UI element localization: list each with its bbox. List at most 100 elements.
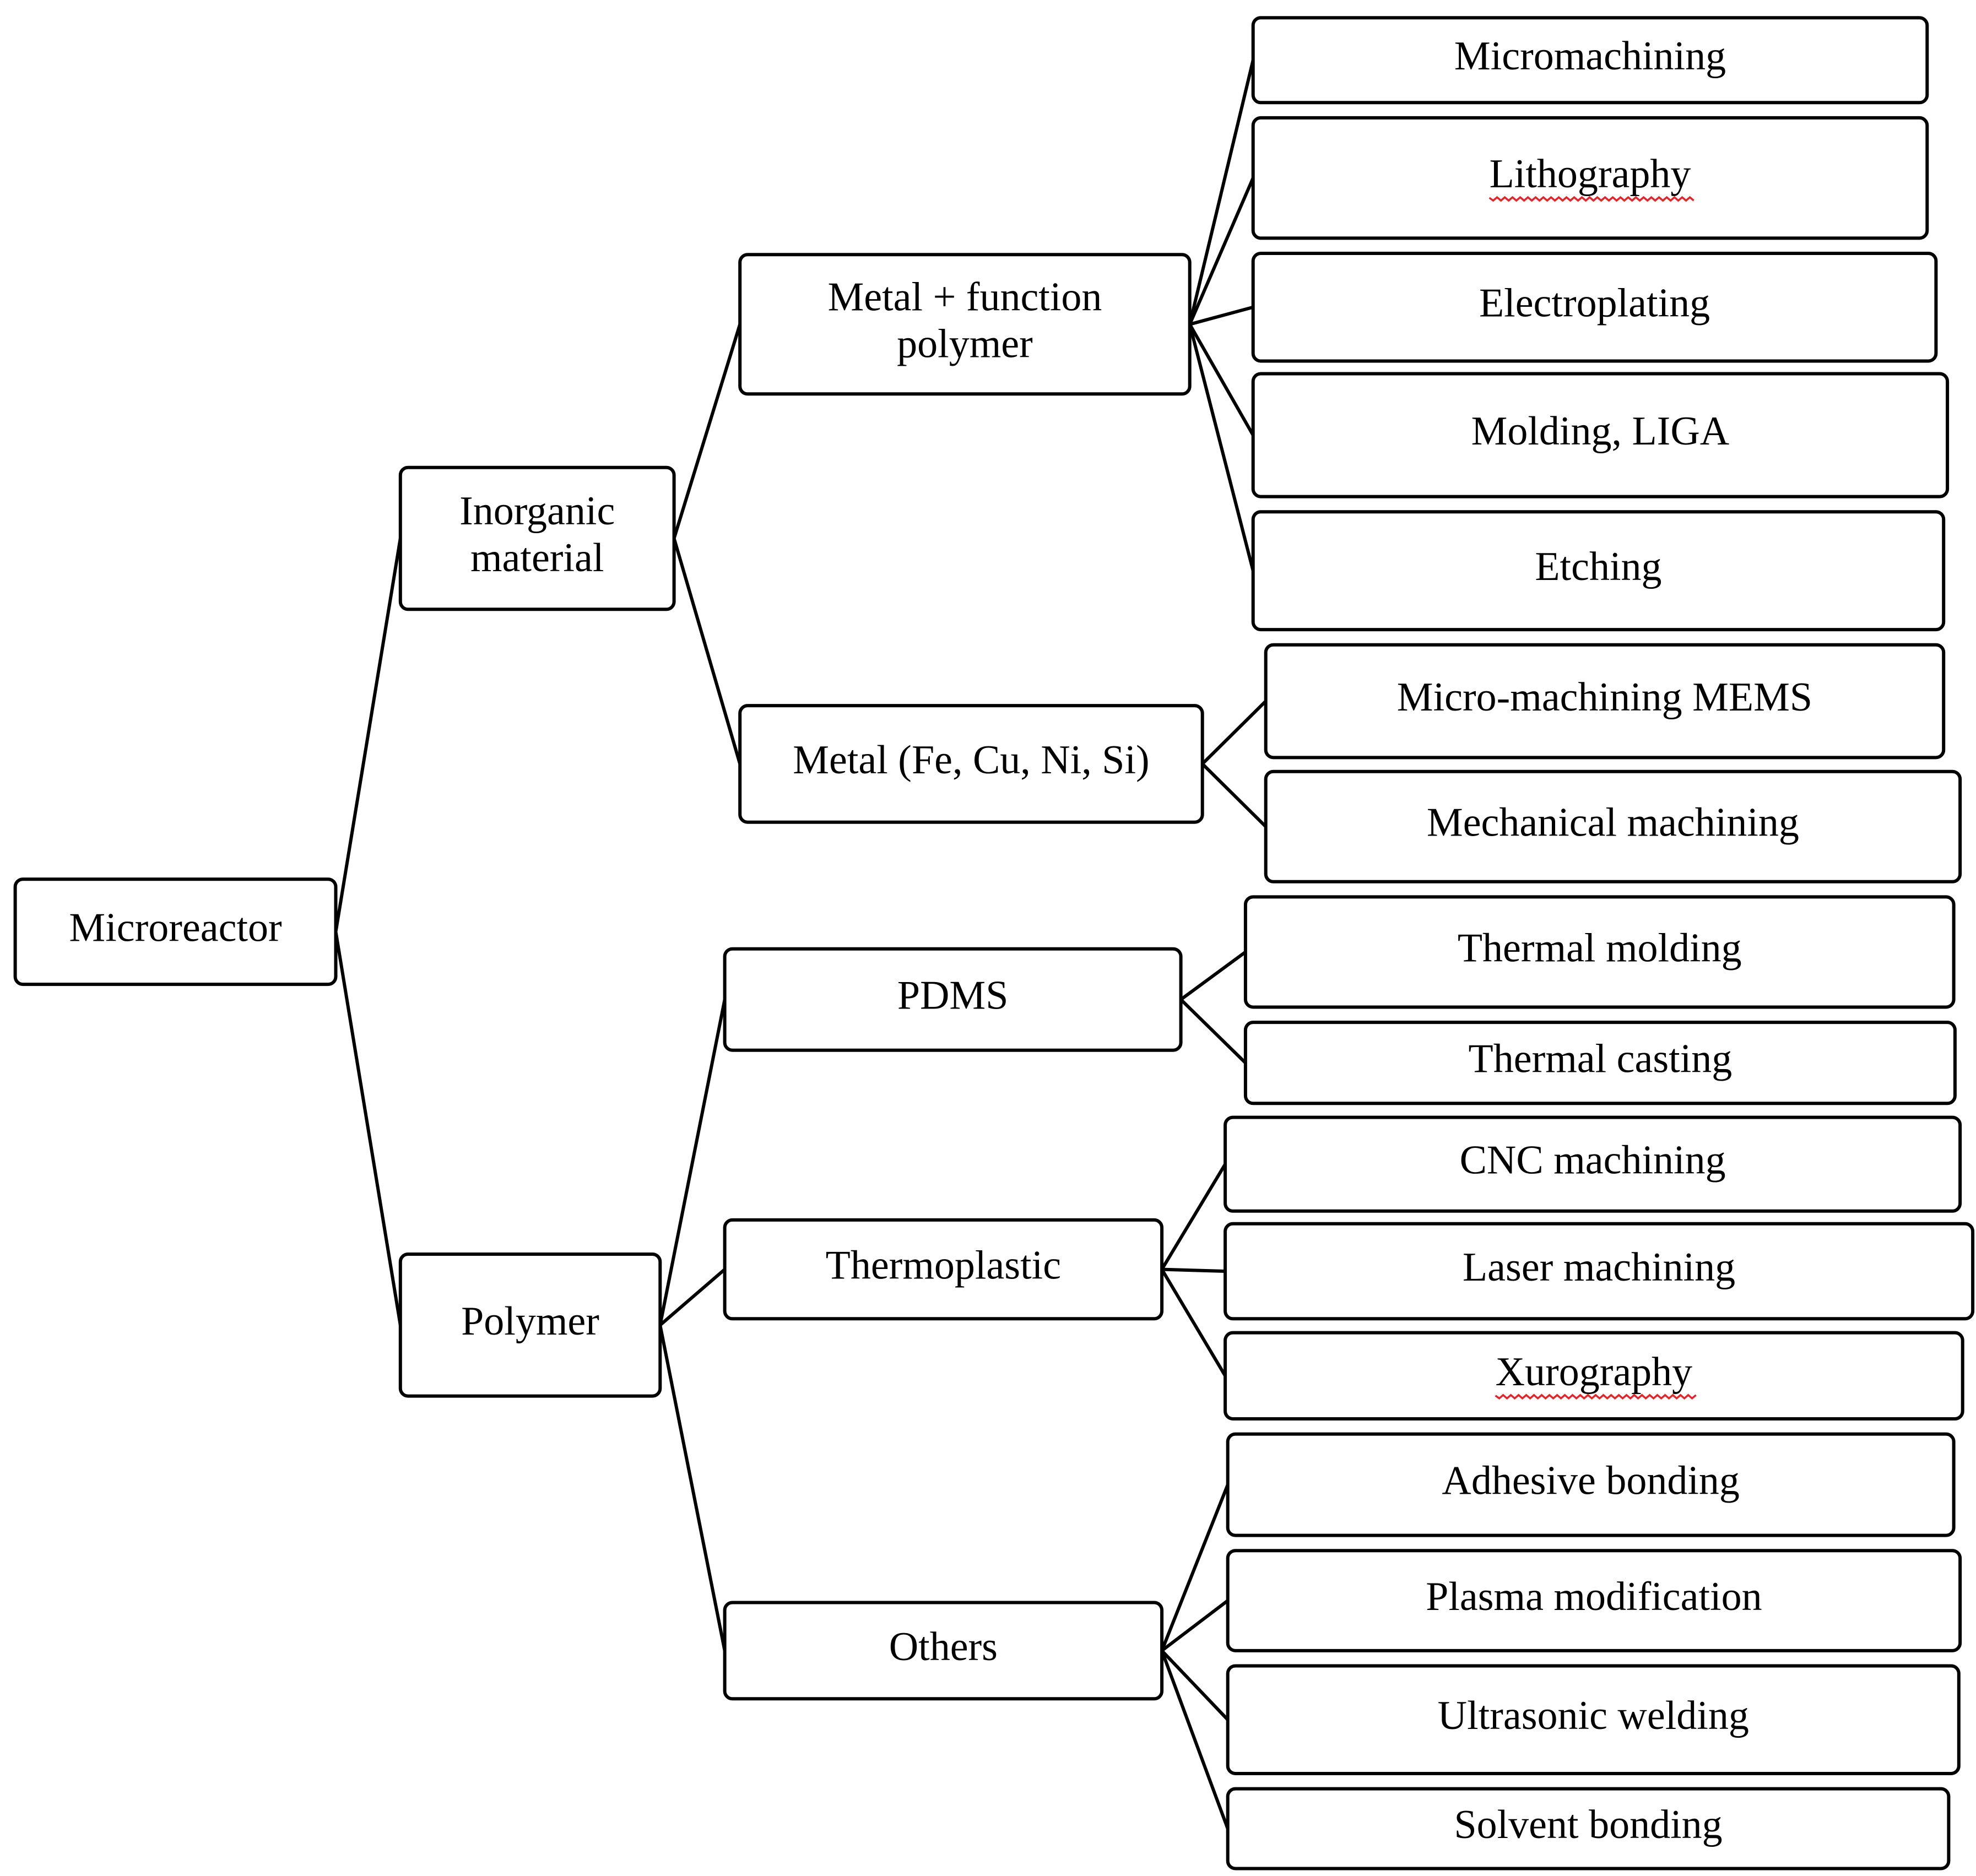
connector-others-to-solvent-bonding xyxy=(1160,1649,1230,1831)
connector-thermoplastic-to-cnc-machining xyxy=(1160,1162,1227,1271)
connector-metal-function-polymer-to-lithography xyxy=(1188,176,1255,326)
spellcheck-underline-lithography xyxy=(1488,196,1695,202)
connector-inorganic-material-to-metal-fe-cu-ni-si xyxy=(672,536,742,766)
method-node-micromachining-box xyxy=(1251,16,1929,105)
category-node-thermoplastic: Thermoplastic xyxy=(723,1218,1164,1321)
method-node-micromachining-label: Micromachining xyxy=(1454,34,1726,79)
method-node-ultrasonic-welding-label: Ultrasonic welding xyxy=(1438,1693,1749,1738)
connector-lines xyxy=(334,58,1268,1831)
method-node-ultrasonic-welding: Ultrasonic welding xyxy=(1226,1664,1961,1775)
connector-polymer-to-thermoplastic xyxy=(658,1267,727,1327)
category-node-metal-function-polymer-box xyxy=(738,253,1192,396)
method-node-thermal-casting: Thermal casting xyxy=(1243,1021,1957,1105)
method-node-lithography-box xyxy=(1251,116,1929,240)
method-node-lithography: Lithography xyxy=(1251,116,1929,240)
root-node-microreactor-box xyxy=(13,877,338,986)
connector-metal-function-polymer-to-etching xyxy=(1188,322,1255,573)
connector-others-to-ultrasonic-welding xyxy=(1160,1649,1230,1722)
method-node-micro-machining-mems: Micro-machining MEMS xyxy=(1264,643,1946,760)
connector-inorganic-material-to-metal-function-polymer xyxy=(672,322,742,540)
method-node-electroplating-label: Electroplating xyxy=(1479,281,1710,326)
method-node-electroplating: Electroplating xyxy=(1251,252,1938,363)
method-node-micromachining: Micromachining xyxy=(1251,16,1929,105)
connector-thermoplastic-to-xurography xyxy=(1160,1267,1227,1378)
method-node-ultrasonic-welding-box xyxy=(1226,1664,1961,1775)
method-node-cnc-machining: CNC machining xyxy=(1224,1115,1962,1213)
method-node-micro-machining-mems-box xyxy=(1264,643,1946,760)
connector-polymer-to-others xyxy=(658,1323,727,1652)
category-node-metal-function-polymer-label: polymer xyxy=(897,321,1033,366)
category-node-others-box xyxy=(723,1601,1164,1701)
spellcheck-underline-xurography xyxy=(1495,1394,1697,1400)
method-node-electroplating-box xyxy=(1251,252,1938,363)
category-node-thermoplastic-box xyxy=(723,1218,1164,1321)
category-node-metal-fe-cu-ni-si-box xyxy=(738,704,1204,824)
category-node-metal-function-polymer-label: Metal + function xyxy=(827,274,1102,319)
connector-metal-function-polymer-to-molding-liga xyxy=(1188,322,1255,437)
method-node-laser-machining-box xyxy=(1224,1222,1975,1321)
method-node-thermal-molding: Thermal molding xyxy=(1243,895,1956,1009)
method-node-plasma-modification-label: Plasma modification xyxy=(1426,1574,1762,1619)
method-node-thermal-casting-label: Thermal casting xyxy=(1469,1037,1733,1082)
branch-node-inorganic-material-box xyxy=(398,465,676,611)
connector-others-to-plasma-modification xyxy=(1160,1599,1230,1652)
method-node-solvent-bonding-label: Solvent bonding xyxy=(1454,1802,1722,1847)
connector-others-to-adhesive-bonding xyxy=(1160,1483,1230,1652)
method-node-xurography: Xurography xyxy=(1224,1331,1964,1421)
branch-node-polymer-label: Polymer xyxy=(461,1299,599,1344)
connector-pdms-to-thermal-molding xyxy=(1179,950,1247,1001)
connector-root-to-polymer xyxy=(334,930,402,1327)
connector-root-to-inorganic-material xyxy=(334,536,402,934)
connector-metal-function-polymer-to-electroplating xyxy=(1188,305,1255,326)
branch-node-inorganic-material-label: material xyxy=(470,535,604,581)
method-node-plasma-modification: Plasma modification xyxy=(1226,1549,1962,1652)
category-node-others: Others xyxy=(723,1601,1164,1701)
method-node-xurography-box xyxy=(1224,1331,1964,1421)
method-node-molding-liga-box xyxy=(1251,372,1950,498)
category-node-pdms-box xyxy=(723,947,1183,1052)
connector-pdms-to-thermal-casting xyxy=(1179,997,1247,1065)
category-node-others-label: Others xyxy=(889,1624,998,1669)
branch-node-inorganic-material-label: Inorganic xyxy=(459,489,615,534)
category-node-metal-fe-cu-ni-si: Metal (Fe, Cu, Ni, Si) xyxy=(738,704,1204,824)
method-node-xurography-label: Xurography xyxy=(1496,1349,1693,1395)
method-node-etching-box xyxy=(1251,510,1946,632)
method-node-etching: Etching xyxy=(1251,510,1946,632)
connector-metal-fe-cu-ni-si-to-mechanical-machining xyxy=(1200,762,1268,828)
method-node-etching-label: Etching xyxy=(1535,544,1661,589)
method-node-adhesive-bonding: Adhesive bonding xyxy=(1226,1432,1956,1537)
method-node-molding-liga-label: Molding, LIGA xyxy=(1471,409,1730,454)
method-node-laser-machining-label: Laser machining xyxy=(1463,1245,1735,1290)
method-node-mechanical-machining-label: Mechanical machining xyxy=(1427,800,1799,845)
method-node-mechanical-machining: Mechanical machining xyxy=(1264,769,1962,883)
method-node-molding-liga: Molding, LIGA xyxy=(1251,372,1950,498)
method-node-cnc-machining-box xyxy=(1224,1115,1962,1213)
connector-polymer-to-pdms xyxy=(658,997,727,1327)
method-node-micro-machining-mems-label: Micro-machining MEMS xyxy=(1397,675,1812,720)
method-node-laser-machining: Laser machining xyxy=(1224,1222,1975,1321)
connector-metal-function-polymer-to-micromachining xyxy=(1188,58,1255,326)
branch-node-polymer-box xyxy=(398,1253,662,1398)
category-node-metal-fe-cu-ni-si-label: Metal (Fe, Cu, Ni, Si) xyxy=(793,738,1149,783)
method-node-adhesive-bonding-box xyxy=(1226,1432,1956,1537)
root-node-microreactor-label: Microreactor xyxy=(69,906,281,951)
method-node-lithography-label: Lithography xyxy=(1490,151,1691,197)
method-node-adhesive-bonding-label: Adhesive bonding xyxy=(1442,1458,1740,1504)
branch-node-polymer: Polymer xyxy=(398,1253,662,1398)
category-node-pdms: PDMS xyxy=(723,947,1183,1052)
method-node-solvent-bonding: Solvent bonding xyxy=(1226,1787,1951,1870)
method-node-plasma-modification-box xyxy=(1226,1549,1962,1652)
category-node-pdms-label: PDMS xyxy=(897,973,1009,1018)
category-node-thermoplastic-label: Thermoplastic xyxy=(826,1243,1061,1288)
method-node-thermal-casting-box xyxy=(1243,1021,1957,1105)
root-node-microreactor: Microreactor xyxy=(13,877,338,986)
method-node-thermal-molding-label: Thermal molding xyxy=(1458,925,1742,970)
method-node-solvent-bonding-box xyxy=(1226,1787,1951,1870)
method-node-cnc-machining-label: CNC machining xyxy=(1460,1138,1726,1183)
method-node-mechanical-machining-box xyxy=(1264,769,1962,883)
method-node-thermal-molding-box xyxy=(1243,895,1956,1009)
